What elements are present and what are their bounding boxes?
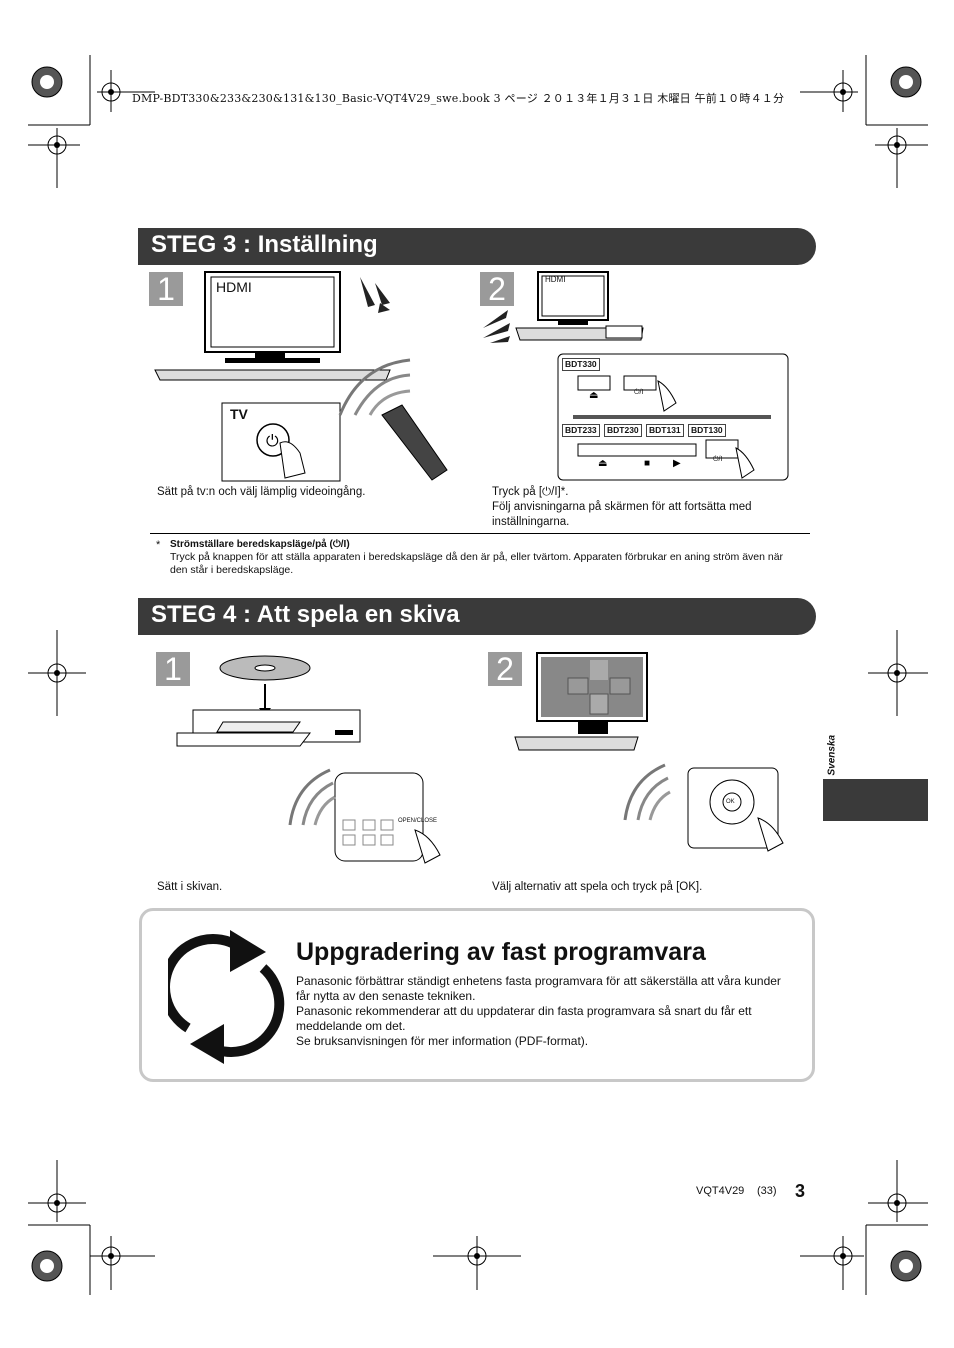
open-close-label: OPEN/CLOSE <box>398 818 438 824</box>
step3-panel2-caption-line1: Tryck på [⏻/I]*. <box>492 486 569 498</box>
footnote-marker: * <box>156 539 161 551</box>
step3-player-illustration: ⏏ ⏏ ■ ▶ <box>483 271 789 481</box>
footer-code: VQT4V29 <box>696 1185 745 1197</box>
model-tag-bdt230: BDT230 <box>604 424 642 437</box>
tv-button-label: TV <box>230 406 248 422</box>
model-tag-bdt130: BDT130 <box>688 424 726 437</box>
svg-text:■: ■ <box>644 458 650 469</box>
step3-tv-illustration: ⏻ <box>154 271 448 482</box>
step4-menu-illustration <box>514 652 784 852</box>
file-header-line: DMP-BDT330&233&230&131&130_Basic-VQT4V29… <box>132 92 785 105</box>
page-number: 3 <box>795 1181 806 1201</box>
step4-title-bar: STEG 4 : Att spela en skiva <box>138 598 816 635</box>
footnote-title: Strömställare beredskapsläge/på (⏻/I) <box>170 539 350 550</box>
model-tag-bdt330: BDT330 <box>562 358 600 371</box>
firmware-line-2: Panasonic rekommenderar att du uppdatera… <box>296 1004 752 1033</box>
language-tab <box>823 779 928 821</box>
firmware-line-3: Se bruksanvisningen för mer information … <box>296 1034 589 1048</box>
step4-panel1-number: 1 <box>156 652 190 686</box>
step4-disc-illustration <box>176 655 441 864</box>
step4-panel2-number: 2 <box>488 652 522 686</box>
svg-text:▶: ▶ <box>673 458 681 469</box>
step3-panel1-number: 1 <box>149 272 183 306</box>
firmware-line-1: Panasonic förbättrar ständigt enhetens f… <box>296 974 781 1003</box>
firmware-title: Uppgradering av fast programvara <box>296 938 706 966</box>
power-symbol-label-a: ⏻/I <box>634 389 644 396</box>
model-tag-bdt131: BDT131 <box>646 424 684 437</box>
firmware-box <box>139 908 815 1082</box>
footer-page-ref: (33) <box>757 1185 777 1197</box>
step3-panel1-caption: Sätt på tv:n och välj lämplig videoingån… <box>157 486 366 498</box>
step3-tv-hdmi-label: HDMI <box>216 279 252 295</box>
step4-panel1-caption: Sätt i skivan. <box>157 881 223 893</box>
language-label: Svenska <box>826 734 838 776</box>
svg-text:⏻: ⏻ <box>266 431 279 450</box>
footnote-body: Tryck på knappen för att ställa apparate… <box>170 551 784 576</box>
step3-panel2-caption-line2: Följ anvisningarna på skärmen för att fo… <box>492 501 752 528</box>
svg-text:⏏: ⏏ <box>589 390 598 401</box>
ok-button-label: OK <box>726 799 735 805</box>
step3-panel2-number: 2 <box>480 272 514 306</box>
step4-panel2-caption: Välj alternativ att spela och tryck på [… <box>492 881 703 893</box>
power-symbol-label-b: ⏻/I <box>713 456 723 463</box>
refresh-arrows-icon <box>168 930 285 1064</box>
firmware-body: Panasonic förbättrar ständigt enhetens f… <box>296 974 796 1049</box>
step3-player-hdmi-label: HDMI <box>545 275 566 284</box>
footnote-divider <box>150 533 810 534</box>
svg-text:⏏: ⏏ <box>598 458 607 469</box>
step3-title-bar: STEG 3 : Inställning <box>138 228 816 265</box>
model-tag-bdt233: BDT233 <box>562 424 600 437</box>
